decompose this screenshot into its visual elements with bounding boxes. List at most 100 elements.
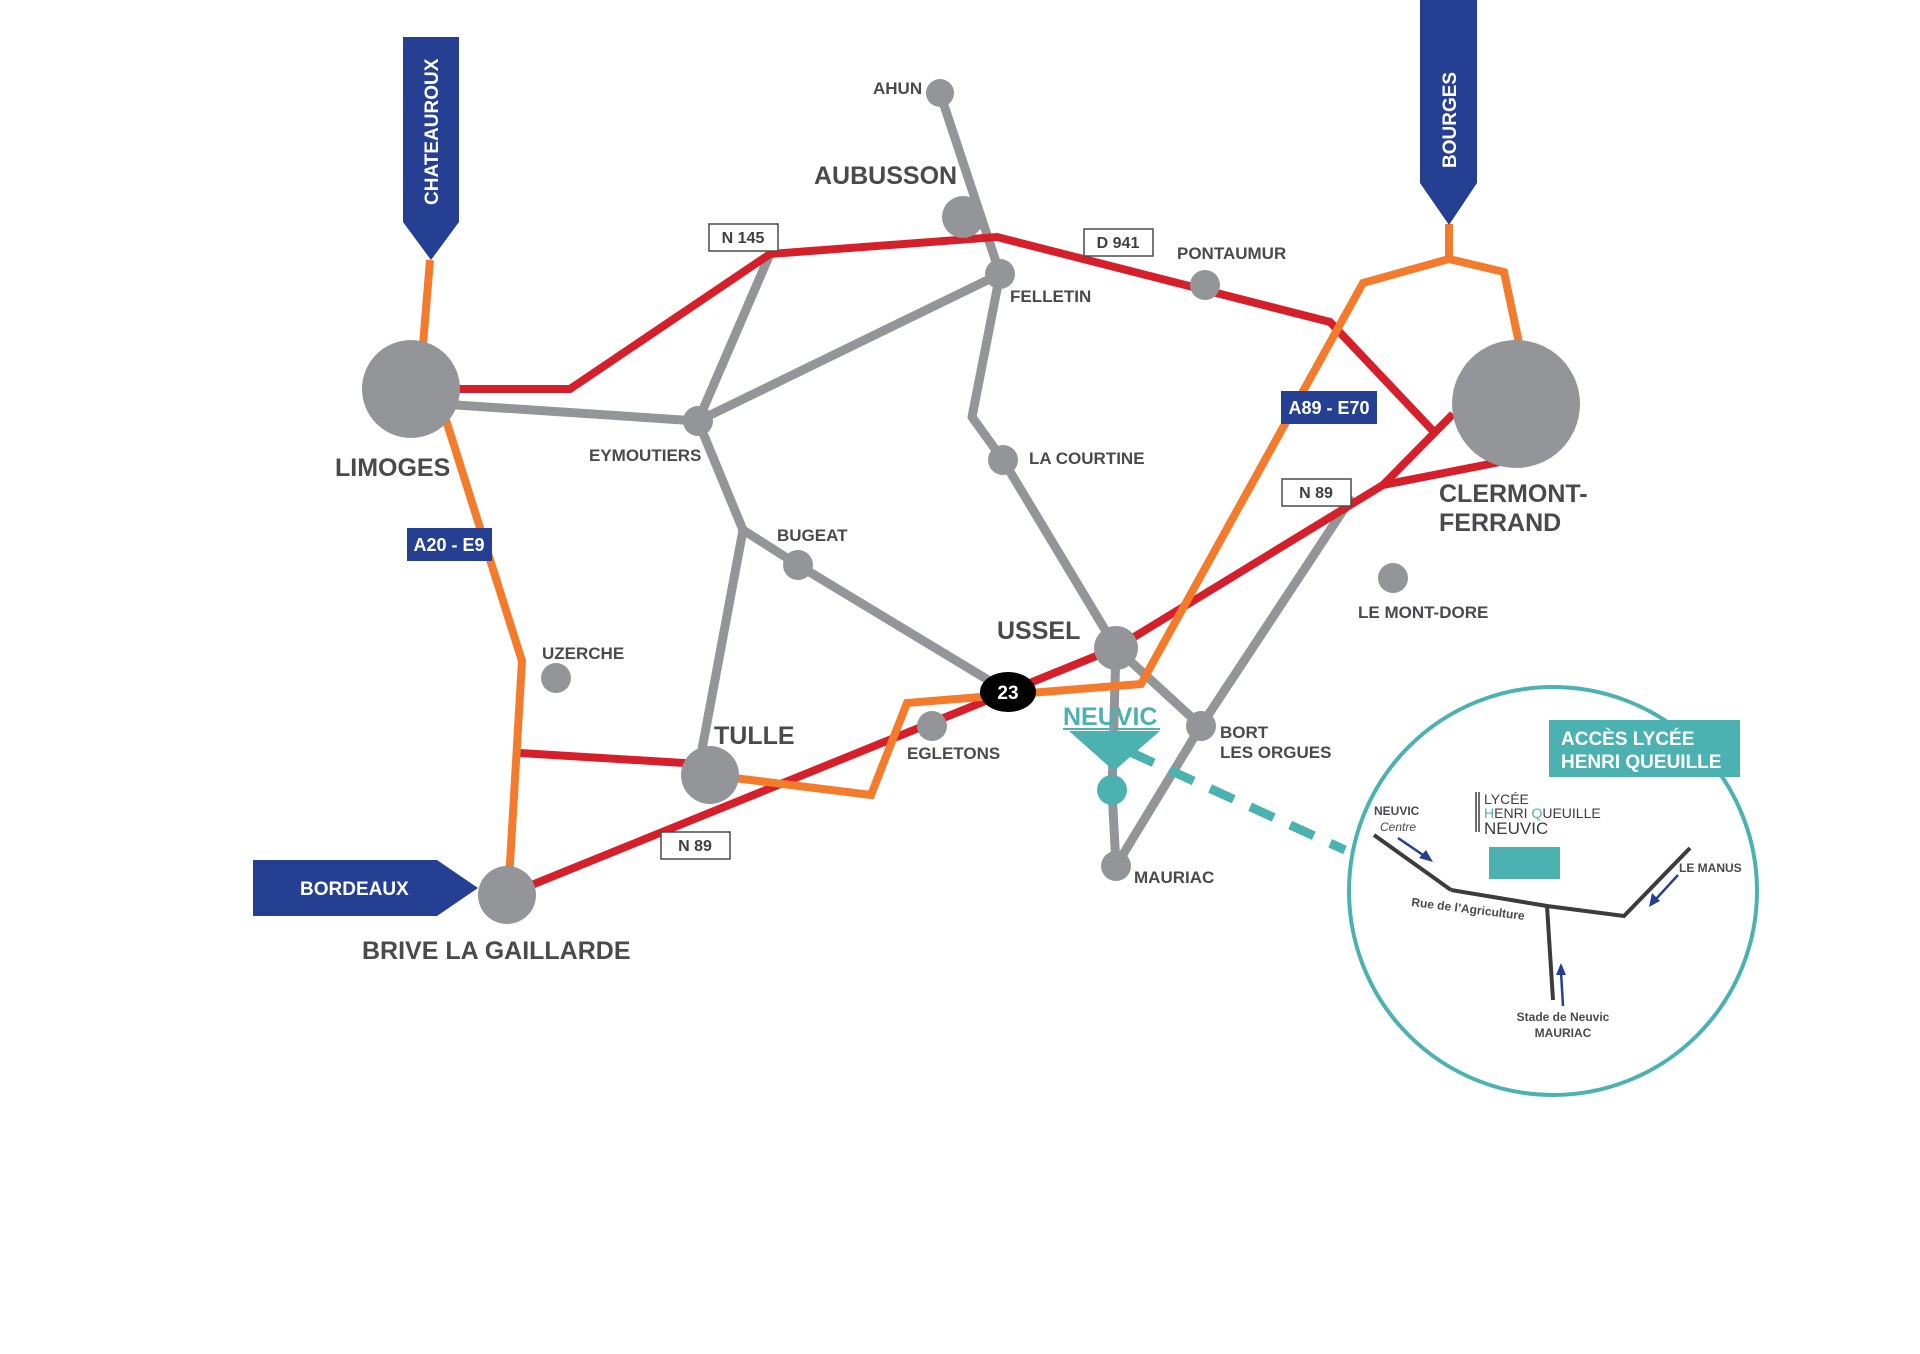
logo-enri: ENRI [1494, 805, 1531, 821]
inset-arrows [1397, 836, 1679, 1007]
route-label-n89-east: N 89 [1281, 478, 1352, 507]
route-text-a89: A89 - E70 [1288, 398, 1369, 418]
banner-chateauroux[interactable]: CHATEAUROUX [403, 37, 459, 260]
banner-chateauroux-shape[interactable] [403, 37, 459, 260]
node-tulle[interactable] [681, 746, 739, 804]
label-la-courtine: LA COURTINE [1029, 449, 1145, 468]
banner-bourges[interactable]: BOURGES [1420, 0, 1477, 225]
label-limoges: LIMOGES [335, 454, 450, 482]
route-text-a20: A20 - E9 [413, 535, 484, 555]
national-roads [430, 232, 1501, 899]
label-aubusson: AUBUSSON [814, 162, 957, 190]
banner-bordeaux-shape[interactable] [253, 860, 478, 916]
inset-road-rue-agriculture [1450, 846, 1692, 919]
inset-title-line1: ACCÈS LYCÉE [1561, 728, 1694, 750]
inset-circle [1347, 685, 1759, 1097]
neuvic-marker[interactable]: NEUVIC [1063, 703, 1160, 805]
banner-bourges-shape[interactable] [1420, 0, 1477, 225]
node-limoges[interactable] [362, 340, 460, 438]
node-le-mont-dore[interactable] [1378, 563, 1408, 593]
road-limoges-eymoutiers [406, 397, 703, 426]
inset-label-le-manus: LE MANUS [1679, 861, 1742, 875]
label-clermont-1: CLERMONT- [1439, 480, 1588, 508]
label-bort-1: BORT [1220, 723, 1269, 742]
neuvic-marker-triangle-icon [1069, 731, 1160, 771]
logo-line1: LYCÉE [1484, 791, 1529, 807]
inset-label-neuvic: NEUVIC [1374, 804, 1420, 818]
badge-23-shape [980, 672, 1036, 712]
route-box-a89 [1281, 391, 1377, 424]
lycee-building[interactable] [1489, 847, 1560, 879]
badge-departement-23: 23 [980, 672, 1036, 712]
node-pontaumur[interactable] [1190, 270, 1220, 300]
inset-link-dashed-line [1128, 747, 1347, 855]
node-mauriac[interactable] [1101, 851, 1131, 881]
lycee-logo: LYCÉE HENRI QUEUILLE NEUVIC [1475, 791, 1601, 838]
route-box-a20 [407, 528, 492, 561]
inset-label-stade-1: Stade de Neuvic [1517, 1010, 1610, 1024]
inset-title-line2: HENRI QUEUILLE [1561, 752, 1721, 773]
badge-23-label: 23 [997, 683, 1018, 704]
road-n89-clermont-branch [1382, 458, 1501, 489]
inset-label-centre: Centre [1380, 820, 1416, 834]
motorway-a20-north [419, 259, 434, 346]
banner-bourges-label: BOURGES [1440, 72, 1461, 168]
label-bugeat: BUGEAT [777, 526, 848, 545]
node-bort-les-orgues[interactable] [1186, 711, 1216, 741]
road-n145-eymoutiers [693, 249, 775, 426]
node-brive[interactable] [478, 866, 536, 924]
road-junction-badge23 [738, 525, 1013, 697]
node-ussel[interactable] [1094, 626, 1138, 670]
route-box-n89-west [660, 831, 731, 860]
label-brive: BRIVE LA GAILLARDE [362, 937, 631, 965]
route-label-d941: D 941 [1083, 228, 1154, 257]
label-ahun: AHUN [873, 79, 922, 98]
route-box-n145 [708, 223, 779, 252]
inset-roads [1372, 833, 1692, 1001]
node-eymoutiers[interactable] [683, 406, 713, 436]
motorway-a20-south [442, 418, 527, 881]
logo-ueuille: UEUILLE [1542, 805, 1600, 821]
neuvic-marker-dot[interactable] [1097, 775, 1127, 805]
route-label-n89-west: N 89 [660, 831, 731, 860]
motorways [419, 224, 1523, 881]
label-pontaumur: PONTAUMUR [1177, 244, 1286, 263]
label-bort-2: LES ORGUES [1220, 743, 1331, 762]
label-eymoutiers: EYMOUTIERS [589, 446, 701, 465]
label-ussel: USSEL [997, 617, 1080, 645]
label-clermont-2: FERRAND [1439, 509, 1561, 537]
road-brive-tulle [519, 749, 701, 768]
route-text-d941: D 941 [1097, 235, 1140, 252]
inset-label-stade-2: MAURIAC [1535, 1026, 1592, 1040]
road-n89 [505, 411, 1456, 899]
route-box-d941 [1083, 228, 1154, 257]
inset-lycee-access: ACCÈS LYCÉE HENRI QUEUILLE LYCÉE HENRI Q… [1347, 685, 1759, 1097]
route-text-n145: N 145 [722, 230, 765, 247]
arrow-from-stade-icon [1559, 971, 1565, 1007]
logo-line3: NEUVIC [1484, 819, 1548, 838]
node-aubusson[interactable] [942, 196, 984, 238]
motorway-a89 [709, 254, 1523, 800]
inset-title: ACCÈS LYCÉE HENRI QUEUILLE [1549, 720, 1740, 777]
route-text-n89-east: N 89 [1299, 485, 1333, 502]
road-eymoutiers-junction [693, 416, 748, 535]
banner-chateauroux-label: CHATEAUROUX [422, 58, 443, 205]
inset-title-box [1549, 720, 1740, 777]
logo-line2: HENRI QUEUILLE [1484, 805, 1601, 821]
node-clermont-ferrand[interactable] [1452, 340, 1580, 468]
banner-bordeaux-label: BORDEAUX [300, 879, 409, 900]
node-egletons[interactable] [917, 711, 947, 741]
node-la-courtine[interactable] [988, 445, 1018, 475]
node-uzerche[interactable] [541, 663, 571, 693]
banner-bordeaux[interactable]: BORDEAUX [253, 860, 478, 916]
road-felletin-eymoutiers [693, 269, 1005, 426]
route-label-n145: N 145 [708, 223, 779, 252]
node-bugeat[interactable] [783, 550, 813, 580]
route-box-n89-east [1281, 478, 1352, 507]
road-junction-tulle [695, 525, 748, 765]
node-felletin[interactable] [985, 259, 1015, 289]
node-ahun[interactable] [926, 79, 954, 107]
road-felletin-ussel [967, 269, 1121, 653]
label-tulle: TULLE [714, 722, 795, 750]
